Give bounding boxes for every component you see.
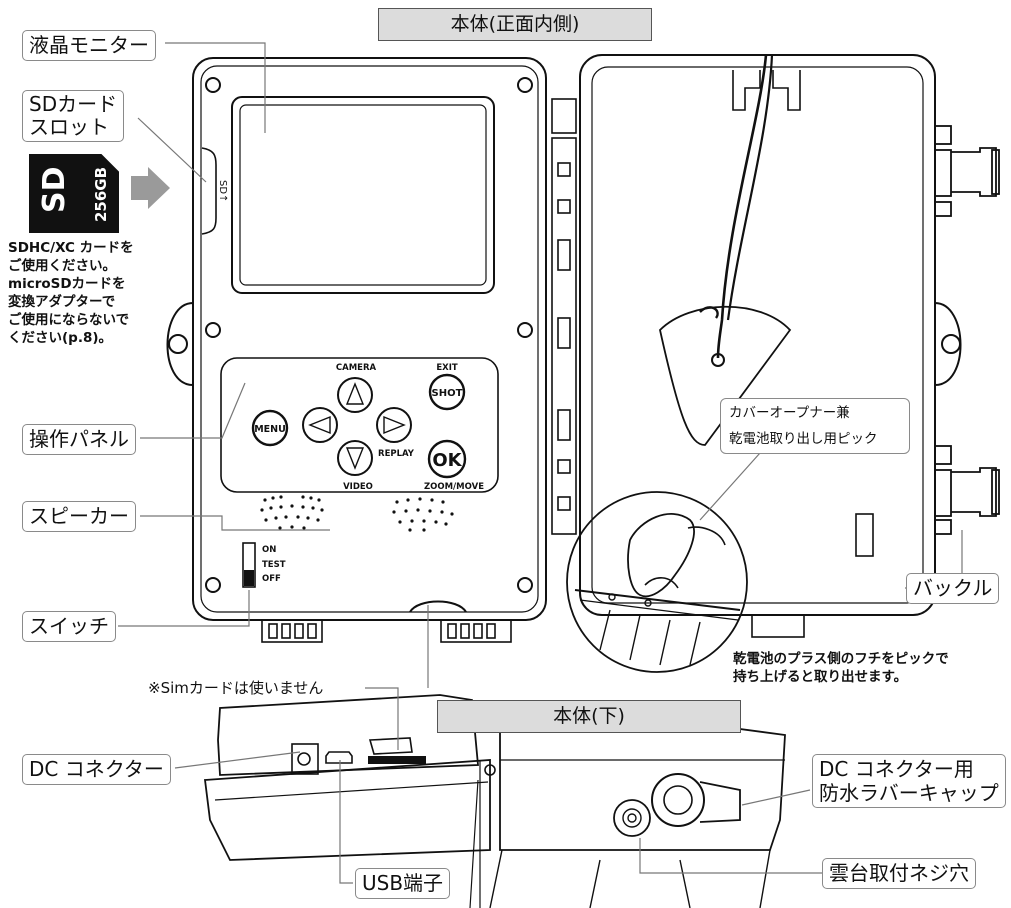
note-sd-line: SDHC/XC カードを: [8, 240, 134, 256]
switch-test-label: TEST: [262, 560, 286, 570]
label-lcd-monitor: 液晶モニター: [22, 30, 156, 61]
speaker-holes: [260, 495, 454, 532]
label-dc-cap-line2: 防水ラバーキャップ: [819, 781, 999, 805]
sd-card-cap-text: 256GB: [92, 167, 110, 222]
ok-button-label: OK: [432, 450, 462, 471]
video-label: VIDEO: [343, 482, 373, 492]
front-case: [166, 57, 547, 643]
hinge: [551, 98, 577, 535]
note-sd-line: ください(p.8)。: [8, 330, 113, 346]
screw: [517, 577, 533, 593]
note-sd-line: ご使用にならないで: [8, 312, 130, 328]
shot-button: [428, 373, 466, 411]
note-sd-line: 変換アダプターで: [8, 294, 116, 310]
left-button: [302, 407, 338, 443]
screw: [517, 77, 533, 93]
buckle-upper: [934, 125, 1000, 217]
note-sd-line: microSDカードを: [8, 276, 126, 292]
note-sd-line: ご使用ください。: [8, 258, 116, 274]
note-battery-pick: 乾電池のプラス側のフチをピックで 持ち上げると取り出せます。: [733, 650, 949, 686]
label-operation-panel: 操作パネル: [22, 424, 136, 455]
exit-label: EXIT: [436, 363, 458, 373]
switch-off-label: OFF: [262, 574, 281, 584]
zoom-move-label: ZOOM/MOVE: [424, 482, 484, 492]
header-bottom: 本体(下): [437, 700, 741, 733]
label-dc-cap: DC コネクター用 防水ラバーキャップ: [812, 754, 1006, 808]
up-button: [337, 377, 373, 413]
menu-button-label: MENU: [254, 424, 286, 435]
power-switch: [242, 542, 256, 588]
battery-pick: [659, 305, 792, 446]
callout-pick-line2: 乾電池取り出し用ピック: [729, 431, 878, 447]
menu-button: [251, 409, 289, 447]
note-battery-line: 持ち上げると取り出せます。: [733, 669, 908, 685]
label-buckle: バックル: [906, 573, 1000, 604]
screw: [205, 77, 221, 93]
header-front-inner: 本体(正面内側): [378, 8, 652, 41]
right-button: [376, 407, 412, 443]
sd-slot-mark: SD↑: [217, 180, 228, 202]
screw: [205, 577, 221, 593]
camera-label: CAMERA: [336, 363, 377, 373]
buckle-lower: [934, 445, 1000, 535]
insert-arrow-icon: [131, 167, 170, 209]
lcd-monitor: [231, 96, 495, 294]
shot-button-label: SHOT: [432, 388, 463, 399]
label-sd-slot: SDカード スロット: [22, 90, 125, 142]
label-dc-cap-line1: DC コネクター用: [819, 757, 974, 781]
switch-on-label: ON: [262, 545, 276, 555]
tripod-screw-hole: [613, 799, 651, 837]
label-speaker: スピーカー: [22, 501, 136, 532]
label-usb-port: USB端子: [355, 868, 451, 899]
label-sd-slot-line2: スロット: [29, 115, 109, 139]
label-tripod-hole: 雲台取付ネジ穴: [822, 858, 976, 889]
callout-pick: カバーオープナー兼 乾電池取り出し用ピック: [720, 398, 910, 454]
label-dc-connector: DC コネクター: [22, 754, 171, 785]
sd-card-big-text: SD: [37, 166, 72, 213]
ok-button: [427, 439, 467, 479]
battery-detail-circle: [566, 491, 748, 673]
note-sd-card: SDHC/XC カードを ご使用ください。 microSDカードを 変換アダプタ…: [8, 239, 134, 347]
label-switch: スイッチ: [22, 611, 116, 642]
screw: [517, 322, 533, 338]
dc-rubber-cap: [651, 773, 705, 827]
screw: [205, 322, 221, 338]
sd-card-image: [29, 154, 170, 233]
label-sd-slot-line1: SDカード: [29, 92, 118, 116]
replay-label: REPLAY: [378, 449, 415, 459]
callout-pick-line1: カバーオープナー兼: [729, 405, 850, 421]
back-case: [579, 54, 1000, 638]
note-sim-card: ※Simカードは使いません: [148, 679, 324, 697]
control-panel: [220, 357, 499, 493]
down-button: [337, 440, 373, 476]
note-battery-line: 乾電池のプラス側のフチをピックで: [733, 651, 949, 667]
